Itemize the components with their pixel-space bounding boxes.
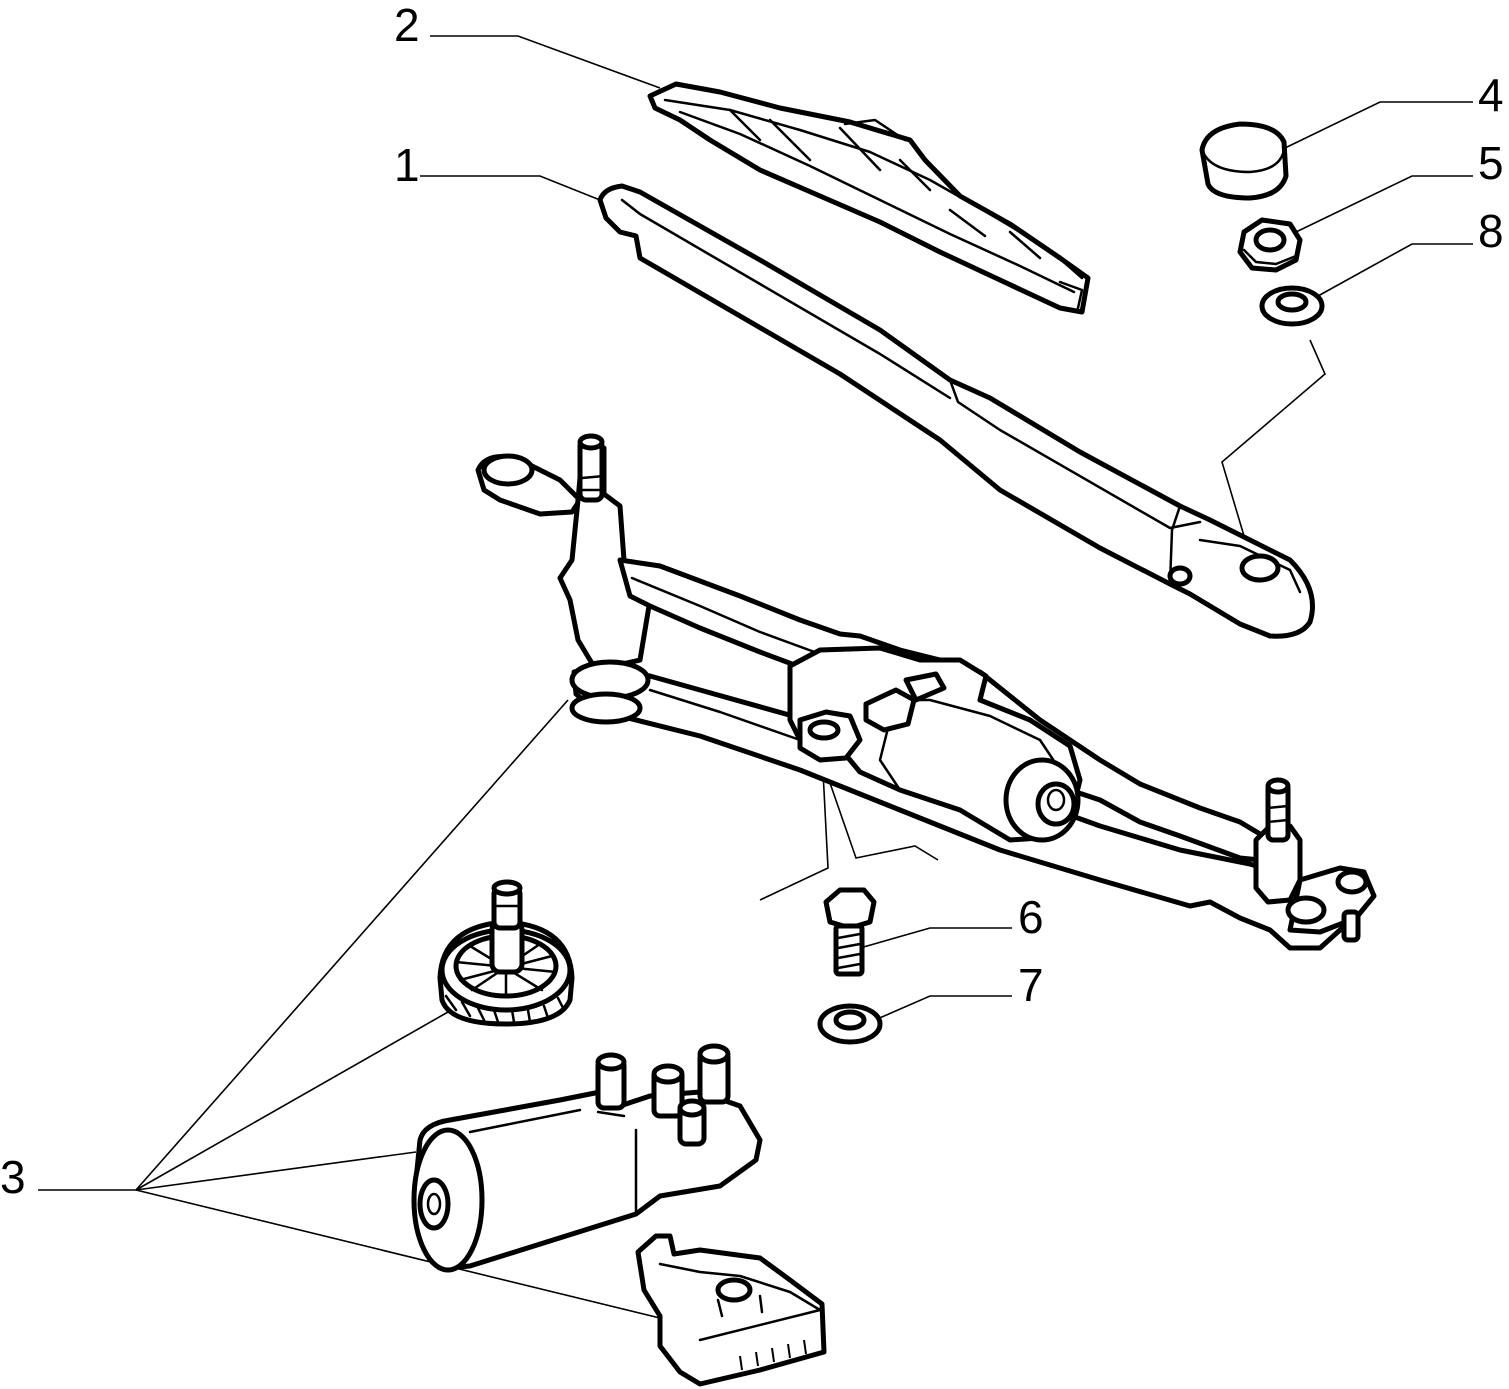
leader-3-cover (135, 1189, 669, 1321)
axis-line-bolt-left (759, 751, 829, 901)
axis-line-bolt-right (821, 759, 939, 861)
cap (1199, 121, 1289, 201)
leader-7 (874, 995, 1012, 1021)
callout-5: 5 (1478, 137, 1504, 189)
wiper-motor (411, 1043, 763, 1273)
callout-4: 4 (1478, 69, 1504, 121)
bolt (823, 887, 877, 977)
connector-cover (635, 1233, 827, 1387)
callout-7: 7 (1018, 959, 1044, 1011)
axis-line-arm (1221, 339, 1326, 557)
nut (1237, 217, 1303, 273)
wiper-blade (647, 81, 1091, 315)
callout-2: 2 (394, 0, 420, 51)
leader-5 (1295, 175, 1473, 233)
callout-1: 1 (394, 139, 420, 191)
leader-6 (859, 927, 1012, 949)
leader-8 (1317, 243, 1473, 297)
leader-1 (420, 175, 601, 201)
washer-large (1259, 285, 1325, 327)
washer-small (817, 1003, 883, 1045)
wiper-linkage-frame (475, 433, 1377, 951)
motor-gear (437, 879, 575, 1027)
leader-4 (1284, 101, 1473, 149)
callout-6: 6 (1018, 891, 1044, 943)
leader-lines (38, 35, 1473, 1321)
leader-2 (430, 35, 661, 89)
leader-3-motor (135, 1151, 417, 1191)
leader-3-gear (135, 1011, 449, 1191)
callout-3: 3 (0, 1151, 26, 1203)
callout-8: 8 (1478, 205, 1504, 257)
wiper-arm (597, 183, 1315, 639)
